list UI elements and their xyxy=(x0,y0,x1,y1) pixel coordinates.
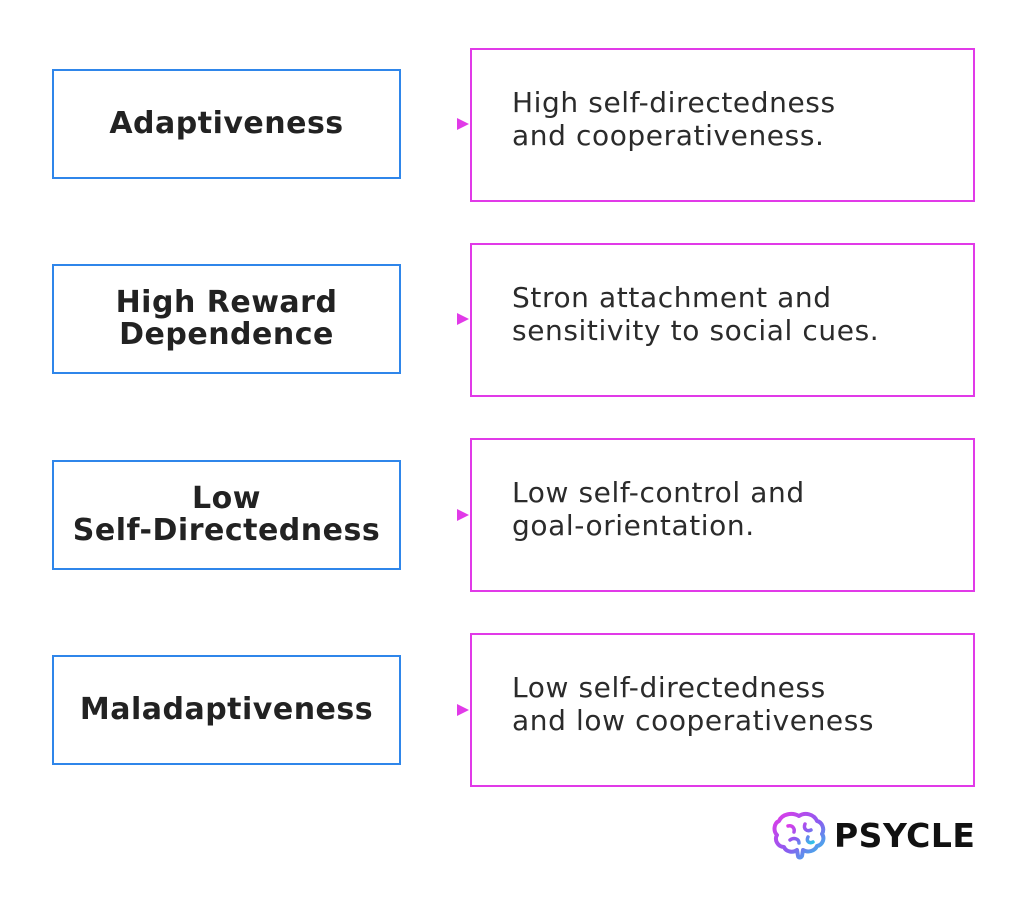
arrow-connector-3 xyxy=(401,509,469,521)
description-text-4: Low self-directedness and low cooperativ… xyxy=(512,671,875,737)
description-text-2: Stron attachment and sensitivity to soci… xyxy=(512,281,880,347)
brand-name: PSYCLE xyxy=(834,815,976,855)
arrow-connector-4 xyxy=(401,704,469,716)
description-box-3: Low self-control and goal-orientation. xyxy=(470,438,975,592)
term-label-4: Maladaptiveness xyxy=(79,692,374,727)
description-text-1: High self-directedness and cooperativene… xyxy=(512,86,836,152)
term-box-3: Low Self-Directedness xyxy=(52,460,401,570)
description-box-1: High self-directedness and cooperativene… xyxy=(470,48,975,202)
term-box-2: High Reward Dependence xyxy=(52,264,401,374)
arrow-connector-1 xyxy=(401,118,469,130)
description-text-3: Low self-control and goal-orientation. xyxy=(512,476,805,542)
description-box-4: Low self-directedness and low cooperativ… xyxy=(470,633,975,787)
term-box-1: Adaptiveness xyxy=(52,69,401,179)
term-label-1: Adaptiveness xyxy=(109,106,344,141)
term-label-2: High Reward Dependence xyxy=(115,285,338,352)
description-box-2: Stron attachment and sensitivity to soci… xyxy=(470,243,975,397)
arrow-connector-2 xyxy=(401,313,469,325)
term-box-4: Maladaptiveness xyxy=(52,655,401,765)
term-label-3: Low Self-Directedness xyxy=(72,481,381,548)
brain-icon xyxy=(772,811,826,860)
brand-logo: PSYCLE xyxy=(772,810,975,860)
